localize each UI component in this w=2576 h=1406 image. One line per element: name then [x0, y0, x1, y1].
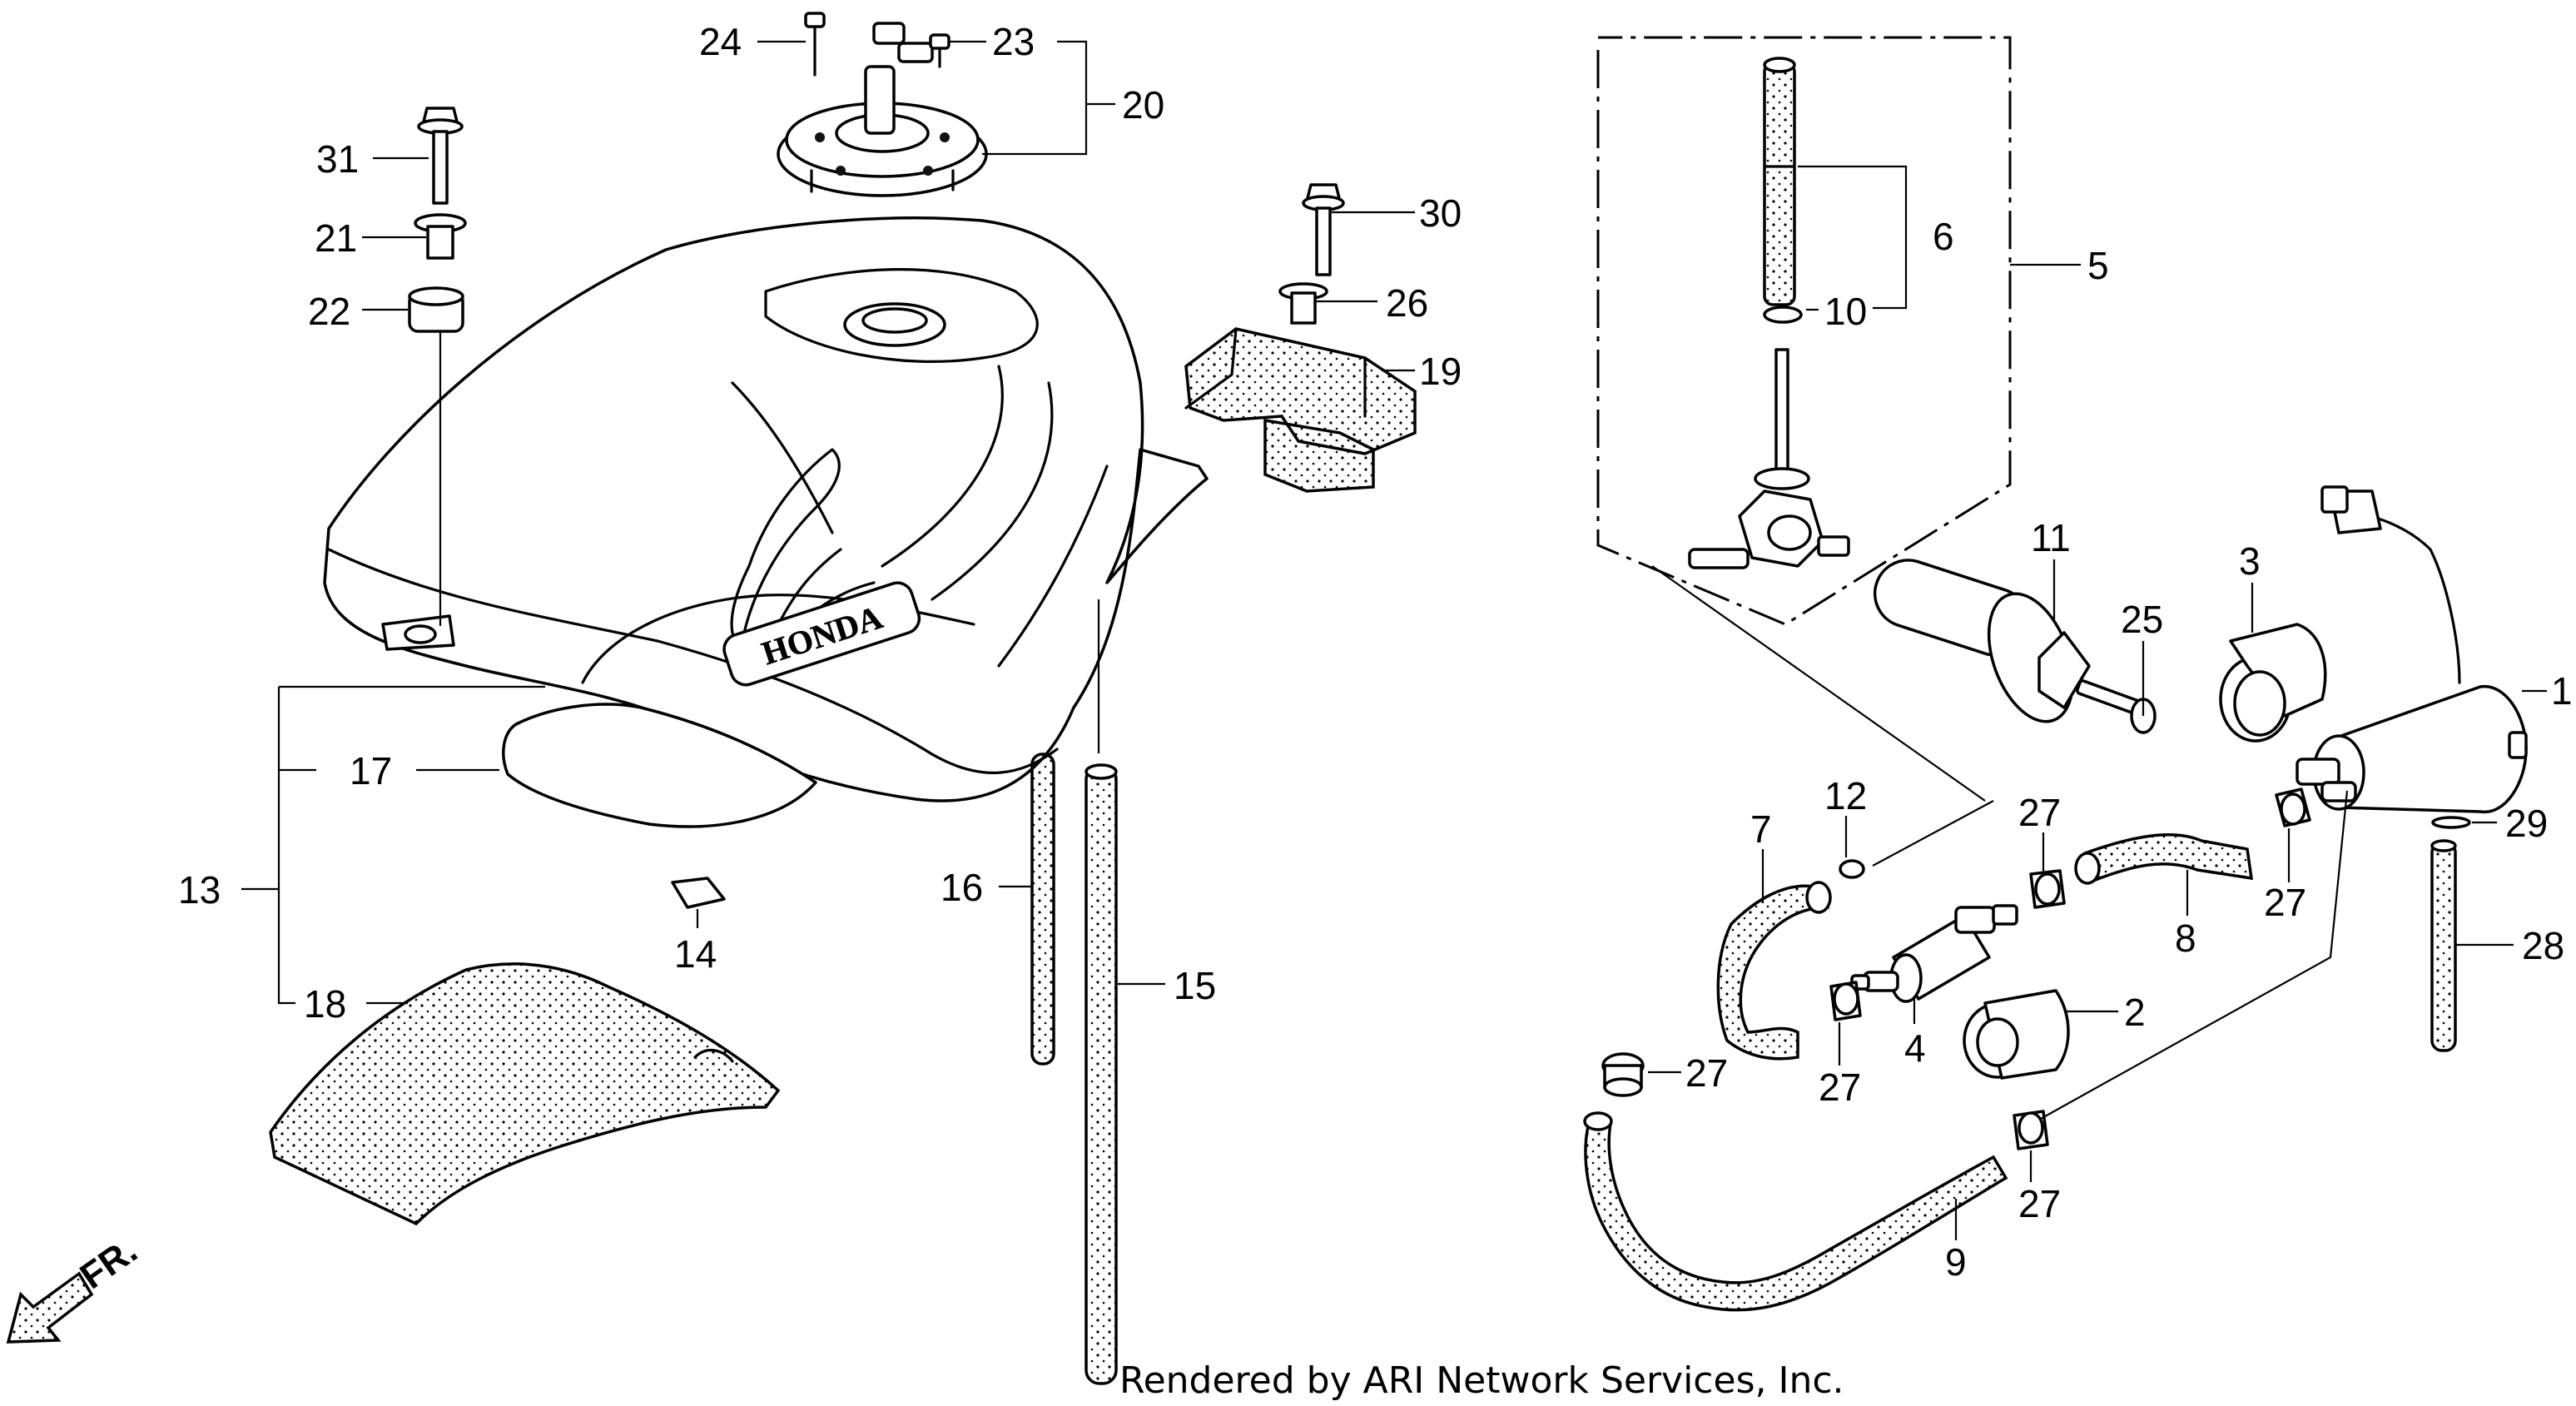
tank-bottom-pad-17 — [502, 703, 817, 828]
bolt-31 — [417, 107, 464, 205]
callout-12: 12 — [1824, 774, 1867, 817]
drain-tube-16 — [1030, 753, 1055, 1066]
callout-6: 6 — [1933, 215, 1954, 258]
clamp-27-upper-right — [2275, 787, 2311, 827]
credit-text: Rendered by ARI Network Services, Inc. — [1119, 1359, 1844, 1402]
callout-numbers: 24 23 20 31 21 22 30 26 19 13 17 18 14 1… — [178, 20, 2573, 1284]
callout-10: 10 — [1824, 290, 1867, 333]
callout-9: 9 — [1945, 1240, 1967, 1284]
callout-22: 22 — [308, 290, 350, 333]
valve-lever-11 — [1873, 559, 2091, 723]
screw-24 — [804, 12, 826, 77]
fuel-valve-body — [1688, 348, 1850, 569]
callout-8: 8 — [2175, 917, 2196, 960]
fuel-hose-8 — [2083, 833, 2254, 885]
fuel-filter-4 — [1850, 904, 2018, 1003]
callout-30: 30 — [1419, 191, 1462, 235]
clamp-27-upper-left — [2029, 869, 2066, 909]
callout-13: 13 — [178, 868, 221, 912]
collar-21 — [414, 213, 467, 260]
screw-23 — [929, 33, 950, 68]
pump-damper-3 — [2219, 623, 2327, 743]
drain-tube-15 — [1085, 763, 1118, 1385]
bolt-30 — [1302, 183, 1345, 276]
rubber-pad-18 — [269, 962, 781, 1226]
rubber-cushion-22 — [408, 286, 464, 333]
fuel-tube-28 — [2430, 839, 2457, 1052]
callout-7: 7 — [1750, 807, 1772, 851]
callout-20: 20 — [1122, 83, 1164, 127]
callout-27-upper-right: 27 — [2264, 881, 2306, 924]
callout-21: 21 — [315, 216, 357, 260]
callout-27-lower-left: 27 — [1685, 1051, 1728, 1095]
filter-holder-2 — [1963, 989, 2070, 1080]
callout-29: 29 — [2505, 802, 2548, 845]
callout-27-upper-left: 27 — [2018, 791, 2061, 834]
callout-2: 2 — [2124, 991, 2146, 1034]
collar-26 — [1278, 282, 1328, 325]
fuel-pump-1 — [2296, 485, 2528, 814]
fuel-tank: HONDA — [323, 216, 1209, 802]
callout-14: 14 — [674, 932, 717, 976]
clamp-27-left-mid — [1829, 981, 1862, 1021]
callout-23: 23 — [992, 20, 1035, 63]
clamp-27-lower-right — [2013, 1110, 2049, 1150]
fuel-cap-assembly — [777, 22, 988, 197]
bracket-19 — [1184, 327, 1417, 493]
callout-19: 19 — [1419, 350, 1462, 393]
callout-18: 18 — [304, 982, 346, 1026]
callout-25: 25 — [2121, 598, 2163, 641]
callout-11: 11 — [2031, 516, 2071, 559]
fuel-hose-7 — [1716, 884, 1830, 1061]
callout-27-left-mid: 27 — [1819, 1066, 1861, 1109]
callout-3: 3 — [2239, 539, 2261, 583]
clip-12 — [1839, 859, 1865, 879]
callout-15: 15 — [1174, 964, 1216, 1007]
callout-leaders — [241, 40, 2547, 1240]
callout-1: 1 — [2551, 669, 2573, 713]
clip-14 — [671, 877, 726, 909]
callout-27-lower-right: 27 — [2018, 1182, 2061, 1225]
callout-26: 26 — [1386, 281, 1428, 325]
callout-28: 28 — [2522, 924, 2564, 967]
o-ring-10 — [1763, 306, 1803, 324]
fuel-strainer-6 — [1763, 57, 1796, 306]
callout-16: 16 — [941, 866, 983, 909]
callout-17: 17 — [350, 749, 392, 792]
fuel-hose-9 — [1584, 1117, 2008, 1312]
washer-29 — [2431, 816, 2471, 829]
callout-5: 5 — [2087, 244, 2109, 287]
callout-24: 24 — [699, 20, 742, 63]
callout-31: 31 — [316, 137, 359, 181]
clamp-27-lower-left — [1601, 1052, 1645, 1097]
front-direction-arrow: FR. — [6, 1230, 145, 1344]
callout-4: 4 — [1904, 1026, 1926, 1070]
